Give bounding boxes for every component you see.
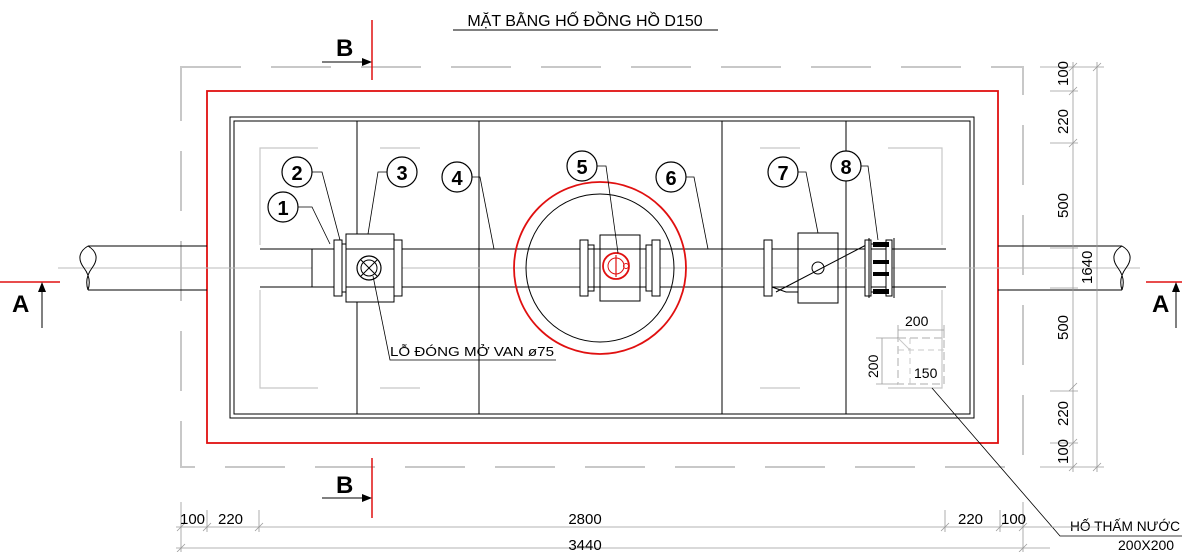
svg-text:1: 1 — [277, 198, 288, 220]
gate-valve — [345, 233, 403, 303]
svg-text:LỖ ĐÓNG MỞ VAN ø75: LỖ ĐÓNG MỞ VAN ø75 — [390, 344, 554, 359]
seepage-sump: 200 200 150 — [865, 313, 1182, 537]
sump-dim-width: 200 — [905, 313, 929, 329]
svg-text:6: 6 — [665, 168, 676, 190]
svg-text:7: 7 — [777, 163, 788, 185]
drawing-title: MẶT BẰNG HỐ ĐỒNG HỒ D150 — [467, 10, 702, 30]
sump-label: HỐ THẤM NƯỚC — [1070, 517, 1180, 534]
callout-7: 7 — [767, 156, 819, 234]
dim-bottom-left-220: 220 — [218, 511, 243, 528]
pit-outline-red — [206, 90, 999, 444]
dim-bottom-right-100: 100 — [1001, 511, 1026, 528]
section-mark-b-top: B — [322, 20, 373, 80]
dim-right-bottom-220: 220 — [1055, 401, 1072, 426]
svg-text:3: 3 — [396, 163, 407, 185]
dim-bottom-right-220: 220 — [958, 511, 983, 528]
meter-manhole — [513, 181, 687, 355]
callout-5: 5 — [566, 150, 619, 254]
dim-right-overall-1640: 1640 — [1079, 251, 1096, 284]
inner-construction-brackets — [259, 147, 943, 389]
svg-text:2: 2 — [291, 163, 302, 185]
water-meter — [579, 234, 661, 302]
dim-right-bottom-500: 500 — [1055, 315, 1072, 340]
callout-6: 6 — [655, 161, 709, 250]
check-valve — [763, 232, 869, 304]
svg-text:5: 5 — [576, 157, 587, 179]
reducer-fitting — [311, 239, 347, 297]
svg-text:A: A — [12, 291, 29, 318]
section-mark-a-left: A — [0, 281, 60, 328]
dim-right-bottom-100: 100 — [1055, 439, 1072, 464]
bottom-dimension-chain — [176, 502, 1100, 552]
callout-8: 8 — [830, 150, 879, 241]
callout-1: 1 — [267, 191, 331, 245]
external-pipe-right — [998, 245, 1131, 291]
svg-text:8: 8 — [840, 157, 851, 179]
svg-text:A: A — [1152, 291, 1169, 318]
sump-dim-depth: 150 — [914, 365, 938, 381]
svg-text:B: B — [336, 472, 353, 499]
dismantling-joint — [864, 238, 895, 298]
callout-2: 2 — [281, 156, 341, 241]
section-mark-a-right: A — [1146, 281, 1182, 328]
callout-3: 3 — [367, 156, 418, 235]
callout-4: 4 — [441, 161, 495, 250]
svg-text:4: 4 — [451, 168, 463, 190]
dim-bottom-overall-3440: 3440 — [568, 537, 601, 552]
sump-size: 200X200 — [1118, 537, 1174, 552]
external-pipe-left — [79, 245, 207, 291]
dim-right-top-100: 100 — [1055, 61, 1072, 86]
valve-opening-note: LỖ ĐÓNG MỞ VAN ø75 — [372, 275, 556, 361]
dim-right-top-220: 220 — [1055, 109, 1072, 134]
sump-dim-height: 200 — [865, 354, 881, 378]
dim-bottom-left-100: 100 — [180, 511, 205, 528]
dim-bottom-inner-2800: 2800 — [568, 511, 601, 528]
svg-text:B: B — [336, 35, 353, 62]
outer-construction-boundary — [180, 66, 1024, 468]
section-mark-b-bottom: B — [322, 458, 373, 518]
right-dimension-chain — [1040, 62, 1104, 472]
dim-right-top-500: 500 — [1055, 193, 1072, 218]
